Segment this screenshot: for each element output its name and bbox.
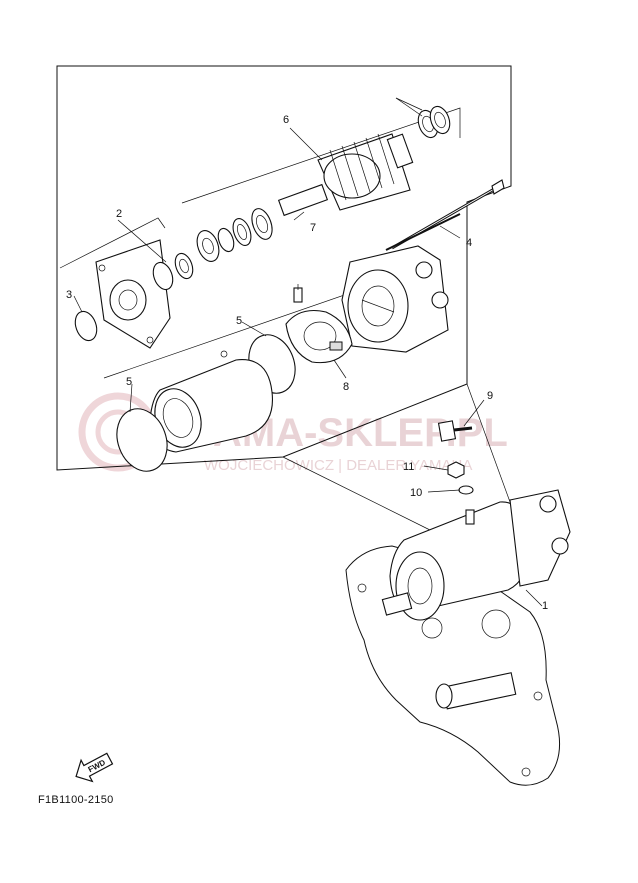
- callout-1: 1: [542, 600, 548, 612]
- subassembly-outline-top: [181, 107, 461, 204]
- callout-6: 6: [283, 114, 289, 126]
- washer-set-top: [417, 105, 451, 139]
- o-ring-part-5-lower: [116, 408, 168, 472]
- callout-2: 2: [116, 208, 122, 220]
- callout-10: 10: [410, 487, 422, 499]
- brush-holder-part: [285, 284, 353, 364]
- callout-leaders-lower: [423, 399, 543, 607]
- nut-part-11: [447, 461, 465, 479]
- exploded-view-frame: [56, 65, 512, 471]
- callout-4: 4: [466, 237, 472, 249]
- through-bolt-part: [385, 179, 505, 251]
- fwd-arrow-icon: FWD: [75, 752, 114, 783]
- callout-5-upper: 5: [236, 315, 242, 327]
- explode-connector-left: [282, 456, 431, 531]
- subassembly-outline-left: [59, 217, 166, 269]
- washer-set-shaft: [196, 208, 273, 262]
- callout-labels: 1 2 3 4 5 5 6 7 8 9 10 11: [66, 114, 548, 612]
- callout-5-lower: 5: [126, 376, 132, 388]
- starter-assembly-part: [381, 489, 571, 621]
- engine-case-part: [345, 545, 561, 786]
- watermark-sub-text: WOJCIECHOWICZ | DEALER YAMAHA: [204, 457, 472, 474]
- front-cover-part: [95, 239, 194, 349]
- diagram-code: F1B1100-2150: [38, 794, 114, 806]
- yoke-housing-part: [149, 350, 274, 453]
- callout-3: 3: [66, 289, 72, 301]
- armature-part: [277, 133, 414, 217]
- callout-11: 11: [403, 461, 414, 473]
- callout-8: 8: [343, 381, 349, 393]
- bolt-part-9: [437, 420, 473, 442]
- callout-leaders: [73, 97, 461, 413]
- rear-cover-part: [341, 245, 449, 353]
- washer-part-10: [458, 485, 474, 495]
- callout-9: 9: [487, 390, 493, 402]
- o-ring-part-3: [74, 310, 98, 342]
- explode-connector-right: [466, 383, 511, 503]
- callout-7: 7: [310, 222, 316, 234]
